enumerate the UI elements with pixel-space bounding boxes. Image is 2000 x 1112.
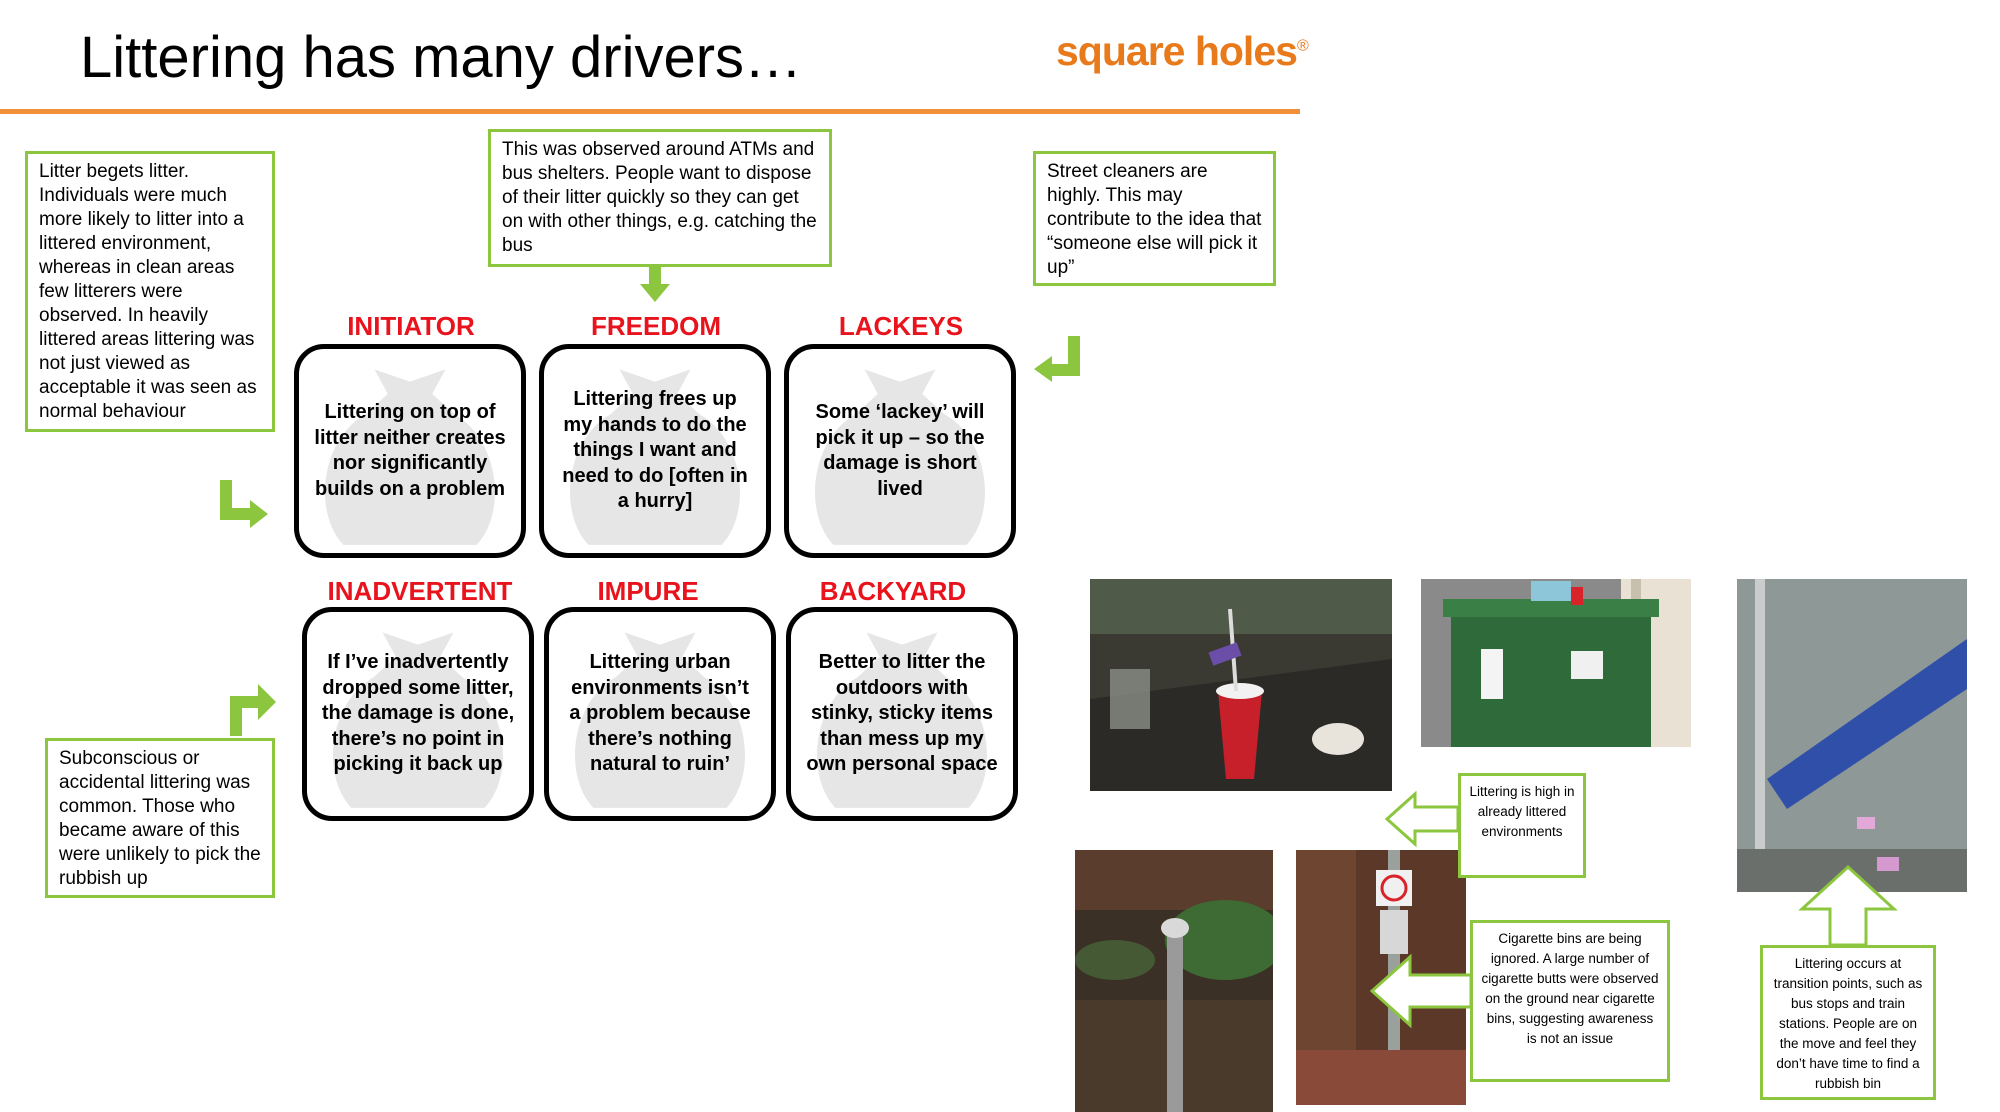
rubbish-bag-icon xyxy=(570,369,740,545)
driver-card-lackeys: Some ‘lackey’ will pick it up – so the d… xyxy=(784,344,1016,558)
driver-text: Littering frees up my hands to do the th… xyxy=(562,388,748,513)
hollow-arrow-left-icon xyxy=(1384,790,1460,848)
driver-label-impure: IMPURE xyxy=(597,576,699,606)
logo-text: square holes xyxy=(1056,28,1298,74)
photo-green-wheelie-bin xyxy=(1421,579,1691,747)
note-initiator: Litter begets litter. Individuals were m… xyxy=(25,151,275,432)
logo-registered-mark: ® xyxy=(1296,37,1309,55)
driver-text: Littering on top of litter neither creat… xyxy=(314,401,506,500)
rubbish-bag-icon xyxy=(817,632,987,808)
driver-text: Some ‘lackey’ will pick it up – so the d… xyxy=(815,401,985,500)
driver-card-inadvertent: If I’ve inadvertently dropped some litte… xyxy=(302,607,534,821)
hollow-arrow-up-icon xyxy=(1798,864,1898,947)
arrow-up-right-icon xyxy=(230,684,276,736)
note-freedom: This was observed around ATMs and bus sh… xyxy=(488,129,832,267)
caption-high-littered: Littering is high in already littered en… xyxy=(1458,773,1586,878)
rubbish-bag-icon xyxy=(815,369,985,545)
driver-label-inadvertent: INADVERTENT xyxy=(327,576,513,606)
note-inadvertent: Subconscious or accidental littering was… xyxy=(45,738,275,898)
driver-card-impure: Littering urban environments isn’t a pro… xyxy=(544,607,776,821)
driver-card-initiator: Littering on top of litter neither creat… xyxy=(294,344,526,558)
driver-text: Better to litter the outdoors with stink… xyxy=(806,651,998,776)
rubbish-bag-icon xyxy=(575,632,745,808)
driver-label-initiator: INITIATOR xyxy=(347,311,475,341)
driver-label-lackeys: LACKEYS xyxy=(838,311,964,341)
driver-text: If I’ve inadvertently dropped some litte… xyxy=(321,651,515,776)
rubbish-bag-icon xyxy=(333,632,503,808)
driver-card-backyard: Better to litter the outdoors with stink… xyxy=(786,607,1018,821)
driver-card-freedom: Littering frees up my hands to do the th… xyxy=(539,344,771,558)
rubbish-bag-icon xyxy=(325,369,495,545)
photo-garden-cigarette-bin xyxy=(1075,850,1273,1112)
arrow-down-icon xyxy=(640,266,670,302)
driver-text: Littering urban environments isn’t a pro… xyxy=(569,651,751,776)
caption-cigarette-bins: Cigarette bins are being ignored. A larg… xyxy=(1470,920,1670,1082)
driver-label-freedom: FREEDOM xyxy=(591,311,721,341)
brand-logo: square holes® xyxy=(1056,28,1309,75)
title-divider xyxy=(0,109,1300,114)
photo-bus-shelter xyxy=(1737,579,1967,892)
note-lackeys: Street cleaners are highly. This may con… xyxy=(1033,151,1276,286)
arrow-turn-left-icon xyxy=(1034,336,1080,382)
page-title: Littering has many drivers… xyxy=(80,25,803,90)
driver-label-backyard: BACKYARD xyxy=(819,576,967,606)
photo-litter-on-ledge xyxy=(1090,579,1392,791)
arrow-turn-right-icon xyxy=(220,480,268,528)
hollow-arrow-left-icon xyxy=(1369,953,1473,1029)
caption-transition-points: Littering occurs at transition points, s… xyxy=(1760,945,1936,1100)
